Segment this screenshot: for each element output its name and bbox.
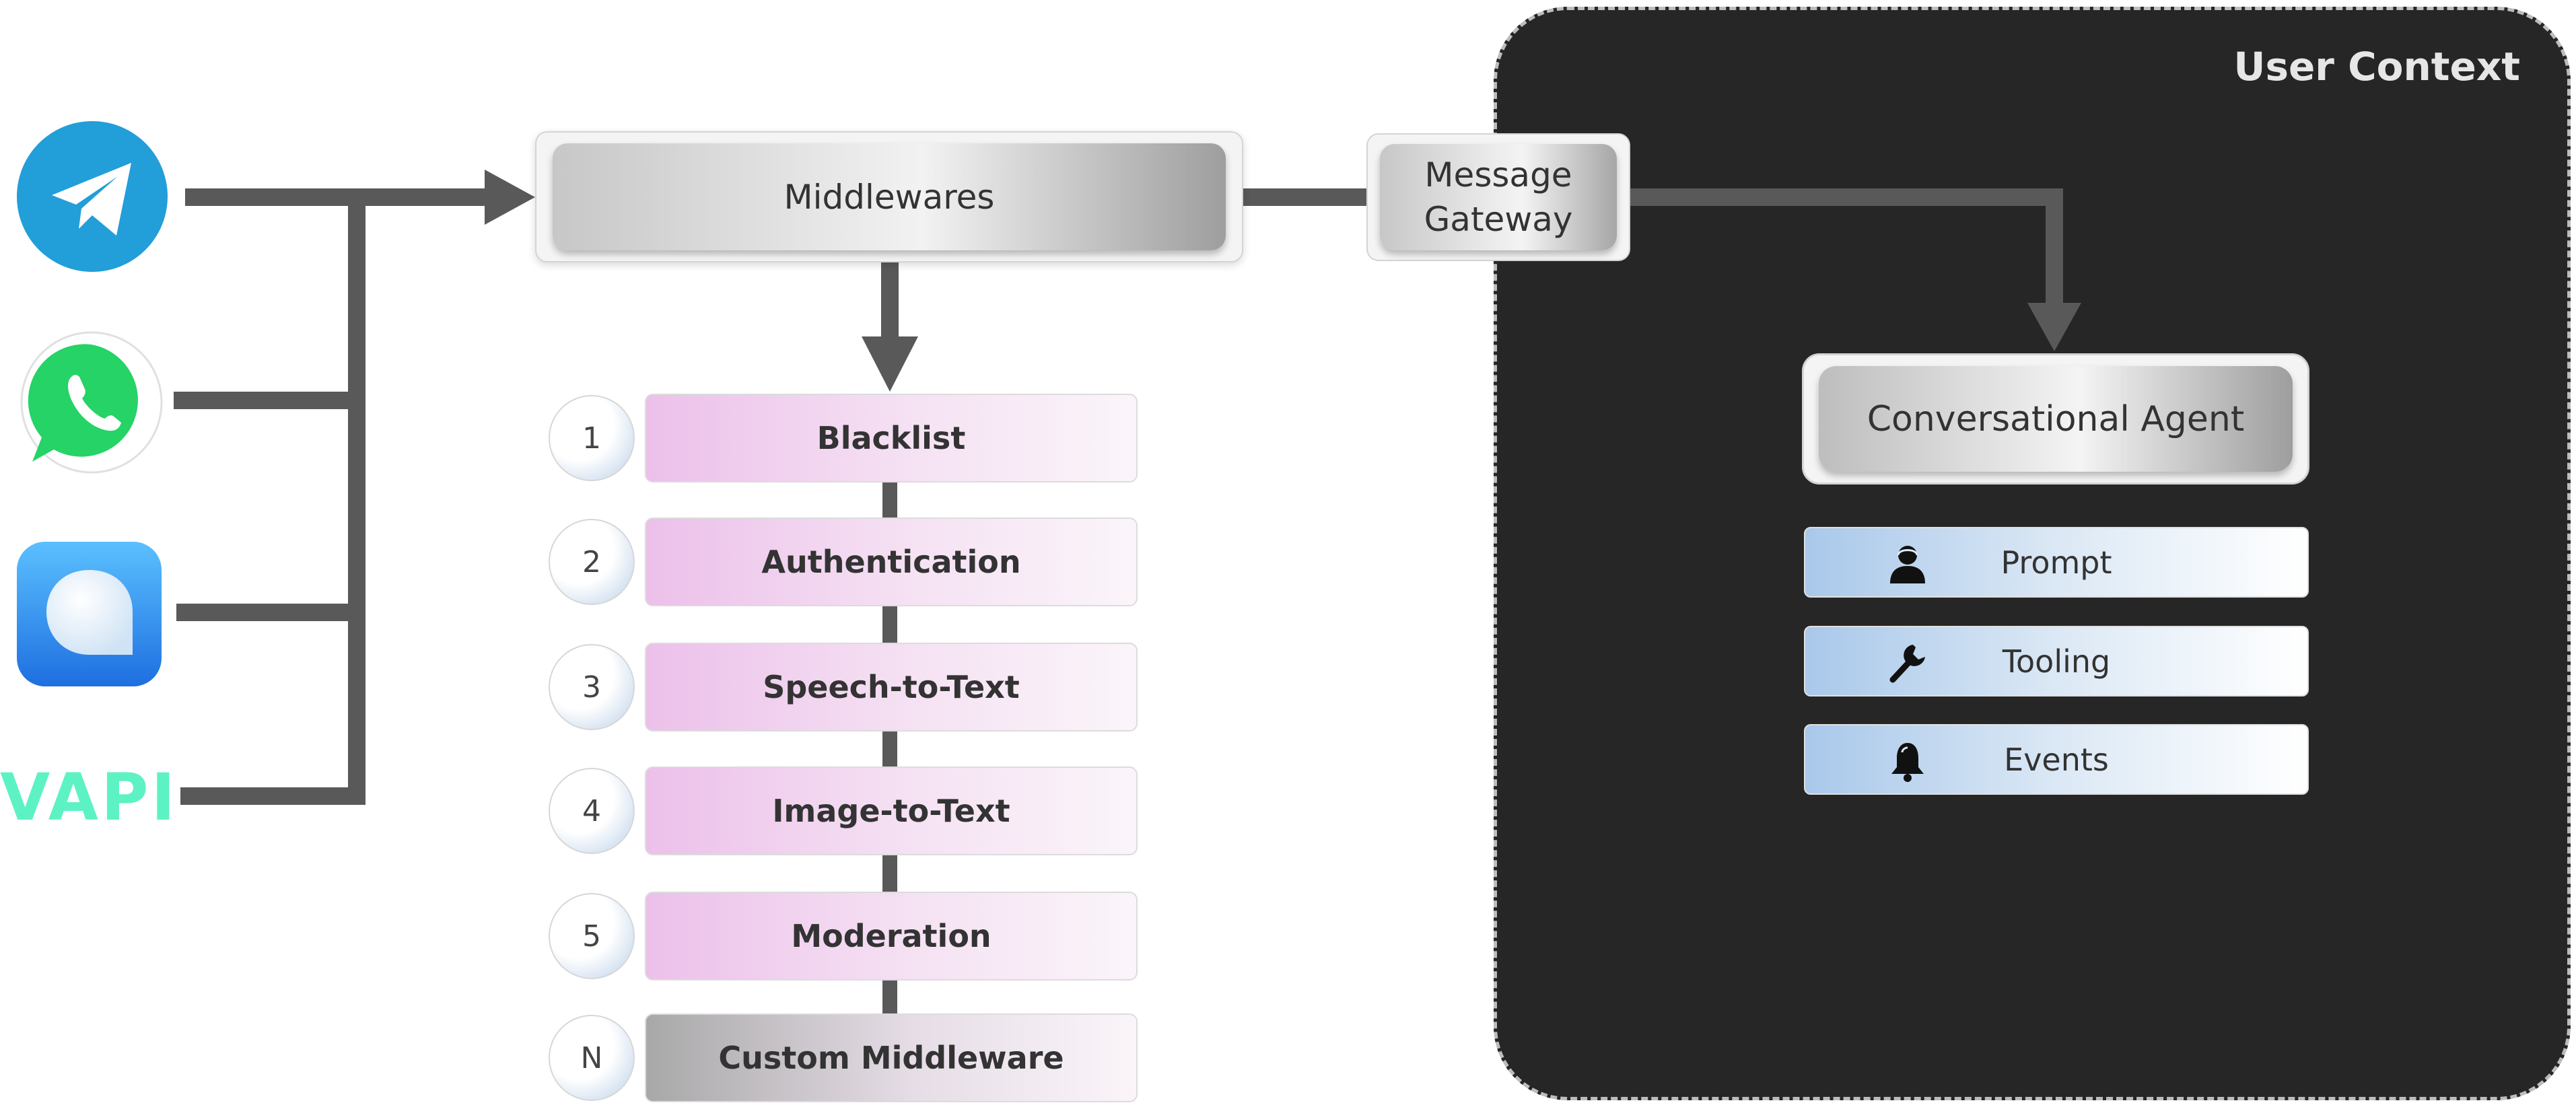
wrench-icon [1889,645,1925,683]
svg-text:VAPI: VAPI [0,767,178,828]
step-number: 3 [549,644,635,730]
user-context-title: User Context [2233,44,2520,90]
arrowhead-to-middlewares [485,170,535,225]
step-number: 5 [549,893,635,979]
message-gateway-box: Message Gateway [1366,133,1630,261]
step-image-to-text: Image-to-Text [645,766,1138,855]
whatsapp-icon [20,331,163,474]
message-gateway-label-line1: Message [1424,155,1572,194]
step-number: 4 [549,768,635,854]
tool-tooling-label: Tooling [2002,643,2111,680]
step-custom-middleware: Custom Middleware [645,1013,1138,1102]
step-number: 1 [549,395,635,481]
message-gateway-label-line2: Gateway [1424,200,1573,239]
tool-tooling: Tooling [1804,626,2309,697]
middlewares-box: Middlewares [535,131,1243,262]
step-moderation: Moderation [645,892,1138,980]
step-speech-to-text: Speech-to-Text [645,643,1138,731]
tool-prompt: Prompt [1804,527,2309,598]
step-blacklist: Blacklist [645,394,1138,483]
arrowhead-to-agent [2027,303,2081,351]
step-authentication: Authentication [645,517,1138,606]
vapi-logo: VAPI [0,767,178,828]
tool-events: Events [1804,724,2309,795]
arrowhead-to-steps [862,336,918,392]
bell-icon [1891,743,1924,782]
middlewares-label: Middlewares [553,143,1226,250]
chat-bubble-icon [17,542,162,686]
person-icon [1890,546,1925,583]
step-number: 2 [549,519,635,605]
step-number: N [549,1015,635,1101]
connector-gateway-agent [1630,188,2063,304]
conversational-agent-box: Conversational Agent [1802,353,2309,485]
telegram-icon [17,121,168,272]
conversational-agent-label: Conversational Agent [1819,366,2293,472]
tool-prompt-label: Prompt [2000,544,2112,581]
tool-events-label: Events [2004,741,2109,778]
